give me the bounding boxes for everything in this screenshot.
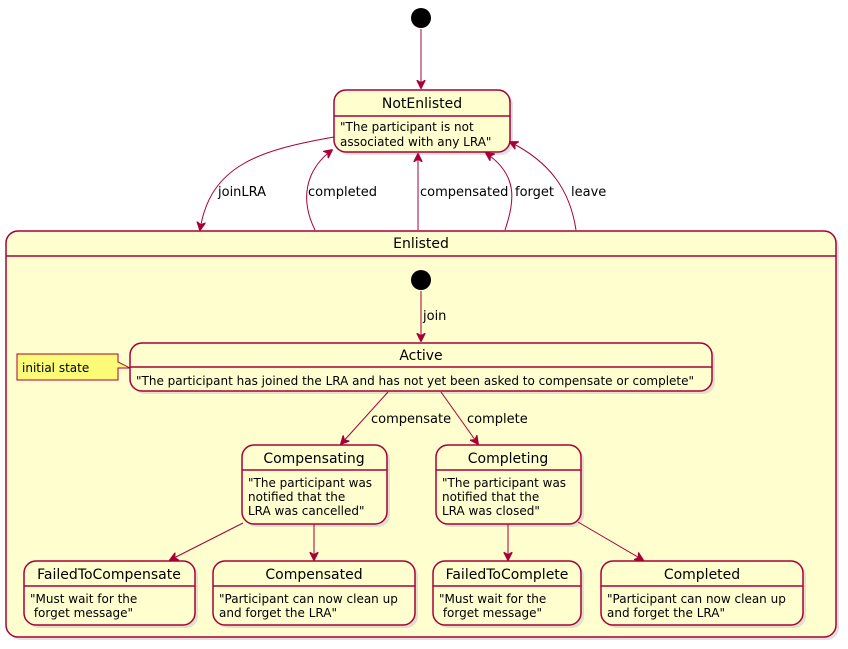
state-title: Completing [468, 451, 549, 467]
state-description-line: "The participant has joined the LRA and … [136, 374, 694, 388]
state-description-line: "Must wait for the [439, 592, 546, 606]
edge-label-leave: leave [571, 185, 606, 200]
note-initial-state: initial state [16, 353, 131, 381]
state-active: Active "The participant has joined the L… [129, 342, 715, 394]
state-title: Compensated [265, 567, 362, 583]
note-text: initial state [22, 361, 89, 375]
state-not-enlisted: NotEnlisted "The participant is not asso… [333, 89, 513, 155]
edge-label-compensate: compensate [371, 412, 451, 427]
state-compensating: Compensating "The participant was notifi… [241, 444, 390, 527]
state-title: Completed [664, 567, 740, 583]
state-title: NotEnlisted [382, 96, 462, 112]
state-description-line: forget message" [30, 606, 133, 620]
state-description-line: forget message" [439, 606, 542, 620]
state-description-line: notified that the [248, 490, 345, 504]
state-title: FailedToComplete [446, 567, 569, 583]
edge-completing-to-completed [577, 521, 643, 560]
edge-compensate [341, 391, 389, 444]
state-description-line: "Participant can now clean up [607, 592, 786, 606]
edge-label-forget: forget [515, 185, 554, 200]
state-title: Compensating [263, 451, 364, 467]
state-description-line: "The participant is not [340, 120, 474, 134]
state-title: Enlisted [393, 236, 449, 252]
inner-initial-state-dot [411, 270, 431, 290]
state-description-line: LRA was closed" [442, 504, 540, 518]
edge-compensating-to-failedtocompensate [170, 522, 244, 560]
state-description-line: notified that the [442, 490, 539, 504]
edge-completed [306, 150, 332, 231]
edge-label-joinlra: joinLRA [217, 185, 266, 200]
state-title: FailedToCompensate [37, 567, 181, 583]
state-failed-to-compensate: FailedToCompensate "Must wait for the fo… [23, 560, 198, 628]
edge-label-join: join [422, 309, 446, 324]
state-compensated: Compensated "Participant can now clean u… [212, 560, 418, 628]
state-description-line: LRA was cancelled" [248, 504, 365, 518]
state-failed-to-complete: FailedToComplete "Must wait for the forg… [432, 560, 584, 628]
edge-leave [510, 142, 577, 231]
edge-joinlra [200, 136, 335, 230]
state-completed: Completed "Participant can now clean up … [600, 560, 806, 628]
state-description-line: and forget the LRA" [219, 606, 337, 620]
state-description-line: associated with any LRA" [340, 135, 491, 149]
state-description-line: "Must wait for the [30, 592, 137, 606]
state-enlisted: Enlisted [5, 230, 839, 640]
state-description-line: "The participant was [248, 476, 372, 490]
state-completing: Completing "The participant was notified… [435, 444, 584, 527]
state-description-line: "Participant can now clean up [219, 592, 398, 606]
edge-label-compensated: compensated [420, 185, 508, 200]
state-description-line: and forget the LRA" [607, 606, 725, 620]
edge-forget [486, 153, 513, 231]
state-title: Active [399, 348, 442, 364]
initial-state-dot [411, 8, 431, 28]
edge-complete [440, 391, 478, 444]
edge-label-complete: complete [467, 412, 528, 427]
state-description-line: "The participant was [442, 476, 566, 490]
edge-label-completed: completed [308, 185, 377, 200]
